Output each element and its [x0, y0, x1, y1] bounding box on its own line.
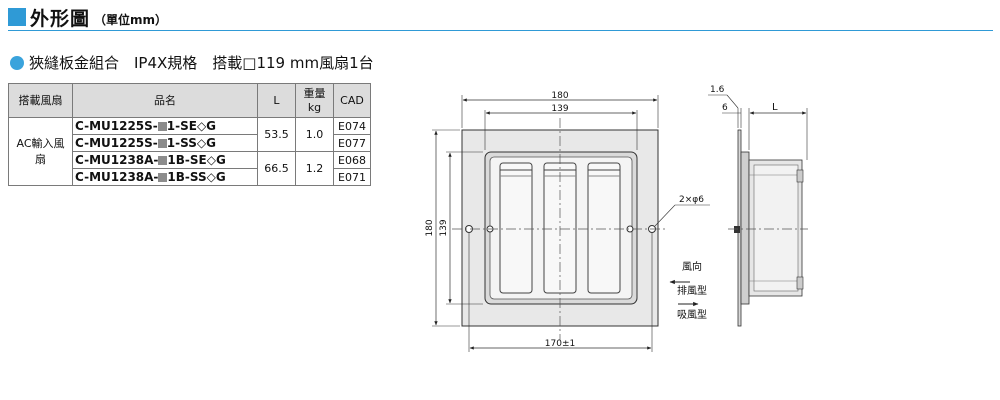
dim-139-height: 139: [439, 219, 449, 236]
subtitle-text: 狹縫板金組合 IP4X規格 搭載□119 mm風扇1台: [29, 54, 374, 72]
header-square-icon: [8, 8, 26, 26]
part-number: C-MU1238A-1B-SE◇G: [72, 151, 258, 169]
product-subtitle: 狹縫板金組合 IP4X規格 搭載□119 mm風扇1台: [10, 52, 374, 73]
page-title: 外形圖: [30, 7, 91, 30]
col-header-part: 品名: [72, 83, 258, 118]
color-code-square-icon: [158, 155, 168, 165]
part-number: C-MU1238A-1B-SS◇G: [72, 168, 258, 186]
dim-139-width: 139: [551, 104, 568, 114]
slit: [499, 162, 533, 294]
dim-1-6: 1.6: [710, 85, 725, 95]
table-row: C-MU1238A-1B-SS◇G E071: [9, 168, 371, 186]
airflow-label: 風向: [682, 260, 702, 273]
front-view: [452, 118, 668, 340]
exhaust-label: 排風型: [677, 284, 707, 297]
airflow-legend: 風向 排風型 吸風型: [669, 260, 707, 321]
bullet-circle-icon: [10, 55, 24, 70]
part-number: C-MU1225S-1-SS◇G: [72, 134, 258, 152]
col-header-cad: CAD: [333, 83, 371, 118]
header-divider: [8, 30, 993, 31]
intake-label: 吸風型: [677, 308, 707, 321]
dim-180-height: 180: [425, 219, 435, 236]
front-dimensions: 180 139 180 139 170±1 2×φ6: [425, 91, 710, 352]
unit-note: （單位mm）: [94, 12, 168, 27]
dim-170: 170±1: [545, 339, 575, 349]
screw-head: [734, 226, 740, 233]
dim-l: L: [772, 102, 778, 113]
section-header: 外形圖 （單位mm）: [8, 6, 168, 30]
color-code-square-icon: [157, 121, 167, 131]
l-value: 66.5: [257, 151, 296, 186]
col-header-l: L: [257, 83, 296, 118]
table-row: C-MU1225S-1-SS◇G E077: [9, 134, 371, 152]
color-code-square-icon: [158, 172, 168, 182]
cad-link[interactable]: E071: [333, 168, 371, 186]
color-code-square-icon: [157, 138, 167, 148]
table-row: AC輸入風扇 C-MU1225S-1-SE◇G 53.5 1.0 E074: [8, 117, 371, 186]
hole-note: 2×φ6: [679, 195, 704, 205]
slit: [587, 162, 621, 294]
dim-6: 6: [722, 103, 728, 113]
side-dimensions: 1.6 6 L: [708, 85, 808, 160]
weight-value: 1.0: [295, 117, 334, 152]
fan-group-label: AC輸入風扇: [8, 117, 73, 186]
dim-180-width: 180: [551, 91, 568, 101]
weight-value: 1.2: [295, 151, 334, 186]
side-view: [728, 129, 808, 327]
